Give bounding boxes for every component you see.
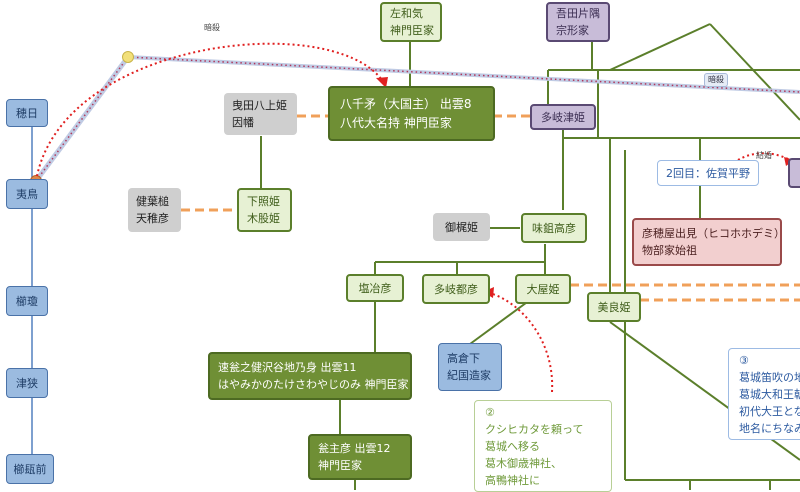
node-label: はやみかのたけさわやじのみ 神門臣家 [218, 378, 409, 391]
node-ihitori[interactable]: 夷鳥 [6, 179, 48, 209]
node-label: 木股姫 [247, 212, 280, 225]
note-line: 葛城へ移る [485, 440, 540, 453]
node-mikajihime[interactable]: 御梶姫 [433, 213, 490, 241]
node-sawaki[interactable]: 左和気 神門臣家 [380, 2, 442, 42]
node-label: 大屋姫 [526, 282, 560, 296]
note-text: 2回目：佐賀平野 [666, 167, 750, 180]
node-takitsu[interactable]: 多岐都彦 [422, 274, 490, 304]
node-hayamika[interactable]: 速瓮之健沢谷地乃身 出雲11 はやみかのたけさわやじのみ 神門臣家 [208, 352, 412, 400]
node-takehasu[interactable]: 健葉槌 天稚彦 [128, 188, 181, 232]
node-mirahime[interactable]: 美良姫 [587, 292, 641, 322]
note-box-2: ② クシヒカタを頼って 葛城へ移る 葛木御歳神社、 高鴨神社に [474, 400, 612, 492]
node-label: 神門臣家 [390, 24, 434, 37]
node-label: 因幡 [232, 116, 254, 129]
note-line: ② [485, 406, 495, 419]
node-label: 櫛瓺前 [13, 462, 47, 476]
note-line: ③ [739, 354, 749, 367]
node-label: 下照姫 [247, 195, 280, 208]
node-label: 穂日 [16, 106, 38, 120]
node-label: 紀国造家 [447, 369, 491, 382]
note-line: 葛城大和王朝 [739, 388, 800, 401]
node-kushitama[interactable]: 櫛瓊 [6, 286, 48, 316]
node-mikanushi[interactable]: 瓮主彦 出雲12 神門臣家 [308, 434, 412, 480]
node-label: 多岐津姫 [541, 110, 585, 124]
node-label: 夷鳥 [16, 187, 38, 201]
node-label: 物部家始祖 [642, 244, 697, 257]
note-line: クシヒカタを頼って [485, 423, 584, 436]
label-marriage: 結婚 [756, 151, 772, 160]
node-label: 御梶姫 [445, 220, 478, 234]
note-line: 葛木御歳神社、 [485, 457, 562, 470]
node-sashikuni[interactable]: 曳田八上姫 因幡 [224, 93, 297, 135]
node-label: 曳田八上姫 [232, 99, 287, 112]
node-oyahime[interactable]: 大屋姫 [515, 274, 571, 304]
label-assassination-top: 暗殺 [204, 23, 220, 32]
node-shitateru[interactable]: 下照姫 木股姫 [237, 188, 292, 232]
node-label: 健葉槌 [136, 195, 169, 208]
node-label: 塩冶彦 [358, 281, 392, 295]
node-label: 天稚彦 [136, 212, 169, 225]
node-takiribime[interactable]: 多岐津姫 [530, 104, 596, 130]
node-yachihoko[interactable]: 八千矛（大国主） 出雲8 八代大名持 神門臣家 [328, 86, 495, 141]
note-box-3: ③ 葛城笛吹の地 葛城大和王朝 初代大王とな 地名にちなみ [728, 348, 800, 440]
node-label: 多岐都彦 [434, 282, 478, 296]
label-assassination-right: 暗殺 [704, 73, 728, 87]
node-shioji[interactable]: 塩冶彦 [346, 274, 404, 302]
node-label: 高倉下 [447, 352, 480, 365]
node-label: 八代大名持 神門臣家 [340, 115, 452, 130]
node-label: 速瓮之健沢谷地乃身 出雲11 [218, 361, 357, 374]
node-agatakatasu[interactable]: 吾田片隅 宗形家 [546, 2, 610, 42]
node-label: 八千矛（大国主） 出雲8 [340, 96, 472, 111]
note-second-meeting: 2回目：佐賀平野 [657, 160, 759, 186]
node-label: 美良姫 [597, 300, 631, 314]
note-line: 地名にちなみ [739, 422, 800, 435]
node-label: 味鉏高彦 [532, 221, 576, 235]
node-label: 宗形家 [556, 24, 589, 37]
note-line: 初代大王とな [739, 405, 800, 418]
note-line: 葛城笛吹の地 [739, 371, 800, 384]
node-edge-purple[interactable] [788, 158, 800, 188]
node-label: 津狭 [16, 376, 38, 390]
node-tsusaki[interactable]: 津狭 [6, 368, 48, 398]
node-label: 瓮主彦 出雲12 [318, 442, 391, 455]
node-takakura[interactable]: 高倉下 紀国造家 [438, 343, 502, 391]
node-label: 神門臣家 [318, 459, 362, 472]
node-label: 左和気 [390, 7, 423, 20]
node-ajisuki[interactable]: 味鉏高彦 [521, 213, 587, 243]
node-hohi[interactable]: 穂日 [6, 99, 48, 127]
node-label: 吾田片隅 [556, 7, 600, 20]
node-label: 彦穂屋出見（ヒコホホデミ） [642, 227, 782, 240]
note-line: 高鴨神社に [485, 474, 540, 487]
node-label: 櫛瓊 [16, 294, 38, 308]
node-kushikamisaki[interactable]: 櫛瓺前 [6, 454, 54, 484]
node-hiko-hohodemi[interactable]: 彦穂屋出見（ヒコホホデミ） 物部家始祖 [632, 218, 782, 266]
